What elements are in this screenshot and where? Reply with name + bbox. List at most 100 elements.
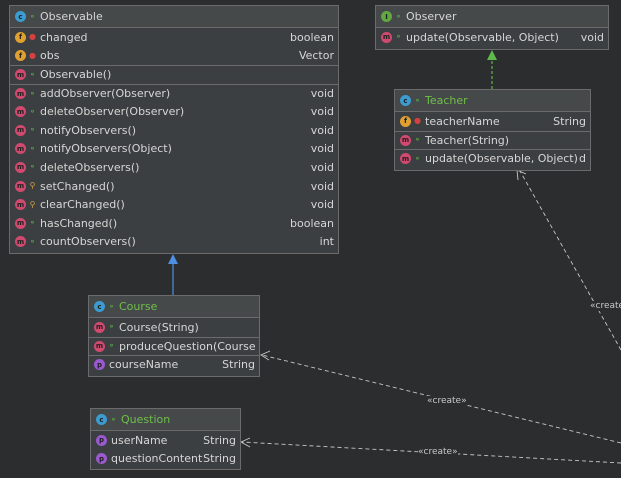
method-type: boolean	[290, 216, 334, 230]
method-type: void	[310, 160, 334, 174]
method-icon: m	[15, 217, 26, 229]
method-type: void	[580, 30, 604, 44]
field-row[interactable]: f ● teacherName String	[395, 112, 590, 131]
method-name: deleteObservers()	[40, 160, 140, 174]
method-icon: m	[15, 106, 26, 118]
class-header[interactable]: c ⚬ Course	[89, 296, 259, 318]
method-row[interactable]: m ⚬ update(Observable, Object) d	[395, 149, 590, 168]
method-icon: m	[400, 153, 411, 165]
private-icon: ●	[414, 116, 421, 126]
method-name: update(Observable, Object)	[425, 152, 578, 166]
create-label-course: «create»	[427, 396, 467, 406]
property-row[interactable]: p questionContent String	[91, 450, 240, 469]
method-row[interactable]: m ⚬ hasChanged() boolean	[10, 214, 338, 233]
property-icon: p	[96, 434, 107, 446]
field-type: boolean	[290, 30, 334, 44]
public-icon: ⚬	[29, 106, 36, 116]
method-icon: m	[15, 161, 26, 173]
class-teacher[interactable]: c ⚬ Teacher f ● teacherName String m ⚬ T…	[394, 89, 591, 171]
constructor-row[interactable]: m ⚬ Course(String)	[89, 318, 259, 337]
public-icon: ⚬	[29, 236, 36, 246]
protected-icon: ⚲	[29, 199, 36, 209]
method-row[interactable]: m ⚬ deleteObservers() void	[10, 158, 338, 177]
public-icon: ⚬	[110, 414, 117, 424]
method-type: void	[310, 179, 334, 193]
method-icon: m	[15, 88, 26, 100]
public-icon: ⚬	[29, 143, 36, 153]
method-icon: m	[400, 134, 411, 146]
class-title: Course	[119, 300, 158, 313]
method-row[interactable]: m ⚲ clearChanged() void	[10, 195, 338, 214]
method-row[interactable]: m ⚬ addObserver(Observer) void	[10, 83, 338, 103]
property-icon: p	[94, 359, 105, 371]
class-header[interactable]: c ⚬ Teacher	[395, 90, 590, 112]
class-icon: c	[96, 414, 107, 425]
method-icon: m	[15, 236, 26, 248]
implement-arrowhead	[487, 50, 497, 60]
method-type: void	[310, 198, 334, 212]
field-name: changed	[40, 30, 88, 44]
create-arrow-question	[239, 437, 251, 448]
field-name: teacherName	[425, 114, 500, 128]
method-name: produceQuestion(Course	[119, 339, 255, 353]
property-row[interactable]: p userName String	[91, 431, 240, 450]
class-title: Teacher	[425, 94, 468, 107]
field-row[interactable]: f ● obs Vector	[10, 47, 338, 66]
method-name: update(Observable, Object)	[406, 30, 559, 44]
property-row[interactable]: p courseName String	[89, 355, 259, 374]
interface-observer[interactable]: I ⚬ Observer m ⚬ update(Observable, Obje…	[375, 5, 609, 50]
property-type: String	[222, 358, 255, 372]
method-type: void	[310, 105, 334, 119]
class-header[interactable]: c ⚬ Question	[91, 409, 240, 431]
public-icon: ⚬	[108, 341, 115, 351]
method-row[interactable]: m ⚬ update(Observable, Object) void	[376, 28, 608, 47]
field-name: obs	[40, 49, 60, 63]
class-question[interactable]: c ⚬ Question p userName String p questio…	[90, 408, 241, 470]
public-icon: ⚬	[414, 135, 421, 145]
private-icon: ●	[29, 32, 36, 42]
method-row[interactable]: m ⚬ notifyObservers(Object) void	[10, 140, 338, 159]
method-icon: m	[15, 124, 26, 136]
method-row[interactable]: m ⚲ setChanged() void	[10, 177, 338, 196]
class-header[interactable]: c ⚬ Observable	[10, 6, 338, 28]
public-icon: ⚬	[29, 218, 36, 228]
public-icon: ⚬	[29, 11, 36, 21]
public-icon: ⚬	[395, 32, 402, 42]
field-row[interactable]: f ● changed boolean	[10, 28, 338, 47]
method-name: setChanged()	[40, 179, 115, 193]
constructor-name: Observable()	[40, 68, 112, 82]
public-icon: ⚬	[29, 88, 36, 98]
method-name: deleteObserver(Observer)	[40, 105, 185, 119]
class-title: Observer	[406, 10, 457, 23]
class-course[interactable]: c ⚬ Course m ⚬ Course(String) m ⚬ produc…	[88, 295, 260, 377]
method-name: countObservers()	[40, 235, 136, 249]
constructor-row[interactable]: m ⚬ Teacher(String)	[395, 130, 590, 150]
method-name: notifyObservers(Object)	[40, 142, 172, 156]
method-row[interactable]: m ⚬ deleteObserver(Observer) void	[10, 102, 338, 121]
create-arrow-course	[260, 350, 271, 361]
class-observable[interactable]: c ⚬ Observable f ● changed boolean f ● o…	[9, 5, 339, 254]
inherit-arrowhead	[168, 254, 178, 264]
method-row[interactable]: m ⚬ produceQuestion(Course	[89, 336, 259, 356]
create-line-teacher	[519, 170, 621, 351]
public-icon: ⚬	[108, 301, 115, 311]
class-title: Question	[121, 413, 171, 426]
protected-icon: ⚲	[29, 181, 36, 191]
constructor-row[interactable]: m ⚬ Observable()	[10, 65, 338, 84]
constructor-name: Teacher(String)	[425, 133, 510, 147]
field-icon: f	[15, 31, 26, 43]
public-icon: ⚬	[395, 11, 402, 21]
public-icon: ⚬	[108, 322, 115, 332]
class-icon: c	[15, 11, 26, 22]
method-row[interactable]: m ⚬ notifyObservers() void	[10, 121, 338, 140]
method-icon: m	[381, 31, 392, 43]
method-name: notifyObservers()	[40, 123, 137, 137]
class-header[interactable]: I ⚬ Observer	[376, 6, 608, 28]
property-name: questionContent	[111, 452, 203, 466]
method-icon: m	[15, 143, 26, 155]
class-title: Observable	[40, 10, 103, 23]
constructor-name: Course(String)	[119, 320, 199, 334]
interface-icon: I	[381, 11, 392, 22]
method-type: d	[579, 152, 586, 166]
method-row[interactable]: m ⚬ countObservers() int	[10, 233, 338, 252]
